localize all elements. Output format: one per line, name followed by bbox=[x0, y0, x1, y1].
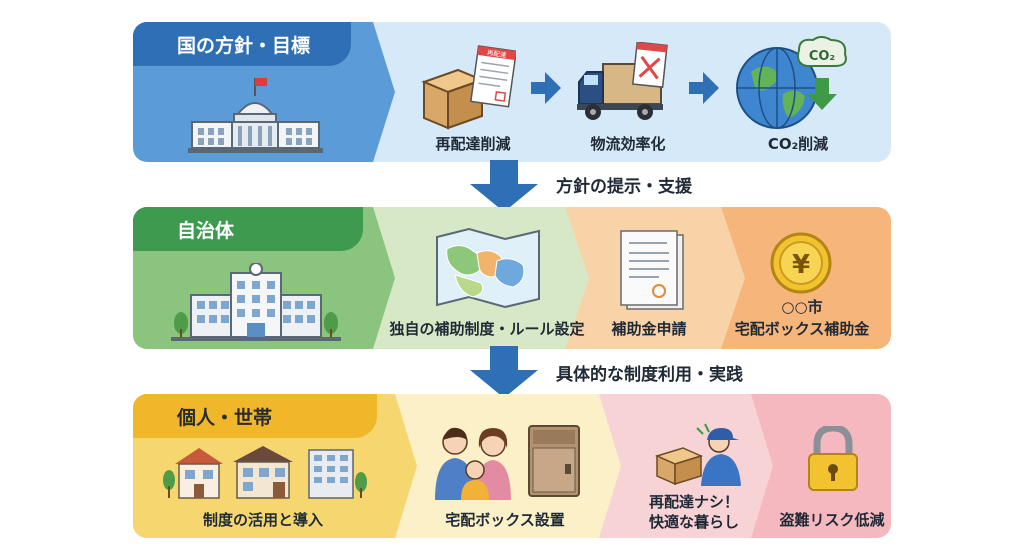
municipal-tier-title: 自治体 bbox=[133, 207, 363, 251]
household-tier-panel: 個人・世帯 bbox=[133, 394, 891, 538]
step-arrow-icon bbox=[531, 72, 561, 104]
down-flow-arrow-2 bbox=[470, 346, 538, 398]
courier-icon bbox=[654, 423, 741, 486]
step-label-install-delivery-box: 宅配ボックス設置 bbox=[445, 511, 565, 529]
step-label-subsidy-application: 補助金申請 bbox=[611, 320, 687, 338]
government-building-icon bbox=[188, 78, 323, 153]
family-icon bbox=[435, 427, 511, 500]
step-label-use-and-adopt: 制度の活用と導入 bbox=[202, 511, 323, 529]
step-label-comfortable-living: 快適な暮らし bbox=[648, 513, 739, 531]
step-label-theft-risk-reduction: 盗難リスク低減 bbox=[779, 511, 885, 529]
svg-text:CO₂: CO₂ bbox=[809, 49, 835, 64]
city-hall-icon bbox=[171, 263, 341, 341]
padlock-icon bbox=[808, 426, 858, 491]
yen-coin-icon: ¥ bbox=[770, 232, 832, 294]
step-arrow-icon bbox=[689, 72, 719, 104]
step-label-delivery-box-subsidy: 宅配ボックス補助金 bbox=[734, 320, 870, 338]
national-tier-title: 国の方針・目標 bbox=[133, 22, 351, 66]
step-label-city-name: ○○市 bbox=[781, 298, 823, 316]
svg-text:再配達: 再配達 bbox=[486, 48, 507, 60]
regional-map-icon bbox=[436, 227, 540, 309]
step-label-local-subsidy-rules: 独自の補助制度・ルール設定 bbox=[389, 320, 585, 338]
flow-label-concrete-use-practice: 具体的な制度利用・実践 bbox=[556, 365, 743, 385]
svg-text:¥: ¥ bbox=[792, 250, 810, 280]
parcel-redelivery-icon: 再配達 bbox=[421, 45, 516, 130]
houses-icon bbox=[163, 446, 367, 499]
municipal-tier-panel: 自治体 ¥ bbox=[133, 207, 891, 349]
national-tier-panel: 国の方針・目標 再配達 bbox=[133, 22, 891, 162]
delivery-box-icon bbox=[528, 425, 580, 497]
flow-label-policy-support: 方針の提示・支援 bbox=[556, 177, 692, 197]
down-flow-arrow-1 bbox=[470, 160, 538, 212]
step-label-co2-reduction: CO₂削減 bbox=[767, 135, 829, 153]
step-label-no-redelivery: 再配達ナシ！ bbox=[648, 493, 739, 511]
application-documents-icon bbox=[620, 230, 684, 310]
globe-co2-icon: CO₂ bbox=[736, 36, 847, 129]
step-label-logistics-efficiency: 物流効率化 bbox=[590, 135, 666, 153]
step-label-redelivery-reduction: 再配達削減 bbox=[435, 135, 511, 153]
delivery-truck-icon bbox=[577, 42, 668, 120]
household-tier-title: 個人・世帯 bbox=[133, 394, 377, 438]
